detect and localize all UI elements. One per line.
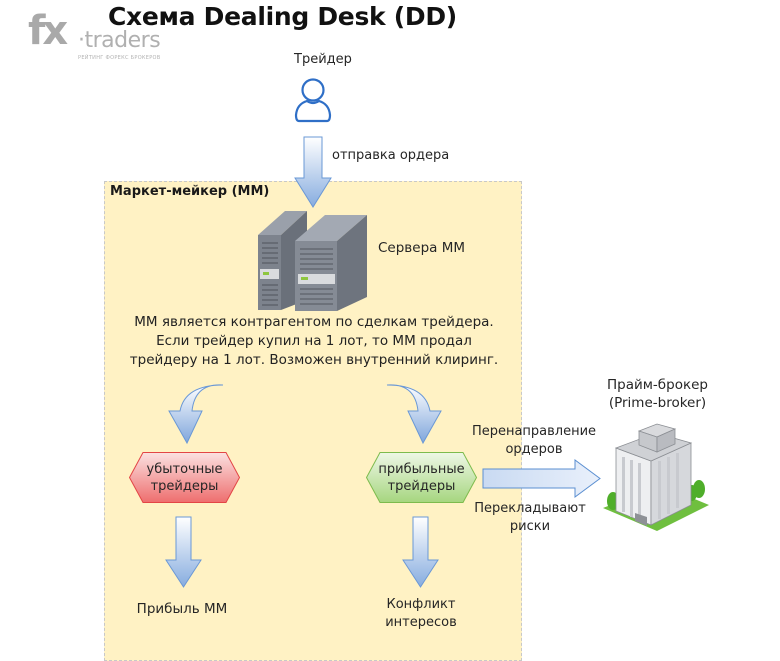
profitable-traders-line-1: прибыльные [378, 461, 465, 477]
shift-risks-line-1: Перекладывают [474, 501, 586, 516]
market-maker-title: Маркет-мейкер (ММ) [110, 184, 270, 199]
market-maker-description: ММ является контрагентом по сделкам трей… [110, 313, 518, 370]
outcome-conflict-line-1: Конфликт [386, 597, 456, 612]
logo-fx: fx [28, 8, 68, 54]
profitable-traders-label: прибыльные трейдеры [366, 452, 477, 503]
losing-traders-line-1: убыточные [146, 461, 223, 477]
user-icon [294, 78, 332, 123]
redirect-orders-line-2: ордеров [505, 442, 563, 457]
outcome-conflict: Конфликт интересов [366, 596, 476, 632]
shift-risks-line-2: риски [509, 519, 551, 534]
prime-broker-arrow [482, 459, 601, 498]
prime-broker-line-2: (Prime-broker) [608, 395, 707, 411]
curved-arrow-right [386, 384, 442, 445]
profitable-traders-line-2: трейдеры [387, 478, 456, 494]
profitable-traders-hexagon [365, 452, 478, 503]
description-line-2: Если трейдер купил на 1 лот, то ММ прода… [156, 333, 472, 349]
building-icon [603, 423, 709, 531]
description-line-1: ММ является контрагентом по сделкам трей… [134, 314, 494, 330]
description-line-3: трейдеру на 1 лот. Возможен внутренний к… [129, 352, 499, 368]
prime-broker-line-1: Прайм-брокер [606, 377, 708, 393]
losing-traders-shape: убыточные трейдеры [128, 452, 241, 503]
profitable-outcome-arrow [402, 516, 439, 588]
prime-broker-label: Прайм-брокер (Prime-broker) [595, 376, 720, 412]
diagram-title: Схема Dealing Desk (DD) [108, 2, 457, 31]
servers-label: Сервера ММ [378, 240, 465, 256]
redirect-orders-label: Перенаправление ордеров [470, 423, 598, 459]
losing-traders-hexagon [128, 452, 241, 503]
shift-risks-label: Перекладывают риски [470, 500, 590, 536]
trader-label: Трейдер [294, 52, 352, 67]
server-icon [258, 211, 367, 311]
losing-traders-line-2: трейдеры [150, 478, 219, 494]
outcome-mm-profit: Прибыль ММ [136, 601, 228, 617]
profitable-traders-shape: прибыльные трейдеры [365, 452, 478, 503]
logo-tagline: РЕЙТИНГ ФОРЕКС БРОКЕРОВ [78, 55, 161, 61]
curved-arrow-left [168, 384, 224, 445]
order-arrow-label: отправка ордера [332, 148, 450, 163]
fx-traders-logo: fx ·traders РЕЙТИНГ ФОРЕКС БРОКЕРОВ [28, 8, 161, 68]
outcome-conflict-line-2: интересов [385, 615, 457, 630]
losing-traders-label: убыточные трейдеры [129, 452, 240, 503]
order-arrow-down [294, 136, 332, 208]
redirect-orders-line-1: Перенаправление [471, 424, 597, 439]
losing-outcome-arrow [165, 516, 202, 588]
logo-traders: ·traders [78, 28, 161, 53]
